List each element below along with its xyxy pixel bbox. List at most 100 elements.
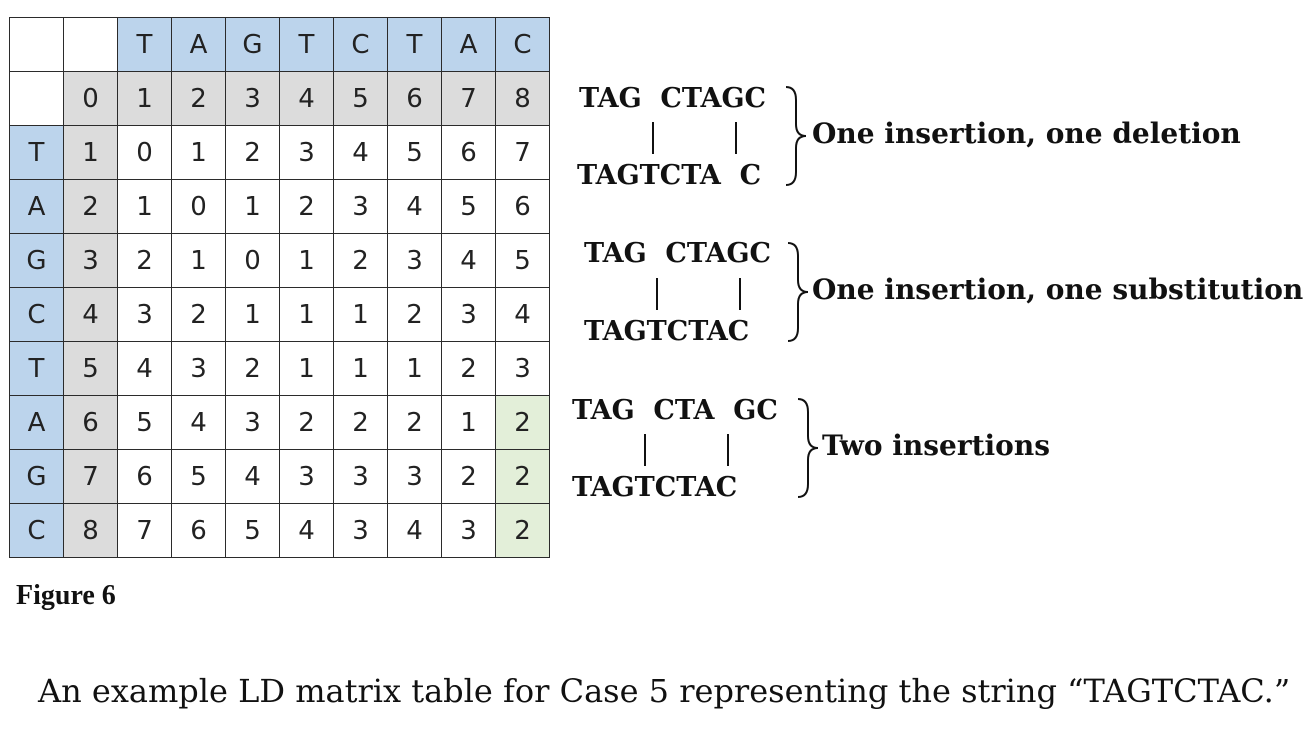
alignment-1-top: TAG CTAGC	[579, 83, 767, 114]
distance-cell: 3	[495, 341, 550, 396]
distance-cell: 4	[333, 125, 388, 180]
row-index-cell: 7	[63, 449, 118, 504]
distance-cell: 2	[279, 179, 334, 234]
column-char-header: A	[171, 17, 226, 72]
row-index-cell: 8	[63, 503, 118, 558]
alignment-3-label: Two insertions	[822, 429, 1050, 462]
distance-cell: 3	[333, 503, 388, 558]
row-char-header: C	[9, 287, 64, 342]
alignment-2-gap-bar-right	[739, 278, 741, 310]
row-index-cell: 1	[63, 125, 118, 180]
row-char-header: A	[9, 395, 64, 450]
distance-cell: 1	[279, 287, 334, 342]
distance-cell: 2	[279, 395, 334, 450]
distance-cell: 4	[495, 287, 550, 342]
row-index-cell: 3	[63, 233, 118, 288]
distance-cell: 3	[441, 287, 496, 342]
corner-cell	[9, 71, 64, 126]
distance-cell: 2	[387, 395, 442, 450]
distance-cell: 4	[387, 503, 442, 558]
distance-cell: 1	[333, 287, 388, 342]
distance-cell: 2	[441, 449, 496, 504]
distance-cell: 6	[495, 179, 550, 234]
distance-cell: 4	[171, 395, 226, 450]
column-index-cell: 4	[279, 71, 334, 126]
column-char-header: C	[333, 17, 388, 72]
column-char-header: T	[279, 17, 334, 72]
distance-cell: 1	[279, 341, 334, 396]
distance-cell: 3	[333, 449, 388, 504]
column-index-cell: 1	[117, 71, 172, 126]
distance-cell: 1	[441, 395, 496, 450]
alignment-3-gap-bar-left	[644, 434, 646, 466]
figure-caption: An example LD matrix table for Case 5 re…	[38, 672, 1291, 710]
distance-cell: 6	[441, 125, 496, 180]
distance-cell: 3	[333, 179, 388, 234]
figure-label: Figure 6	[16, 580, 116, 611]
alignment-1-bottom: TAGTCTA C	[577, 160, 762, 191]
column-index-cell: 0	[63, 71, 118, 126]
distance-cell: 6	[171, 503, 226, 558]
alignment-3-top: TAG CTA GC	[572, 395, 778, 426]
alignment-2-brace	[787, 242, 809, 342]
alignment-1-gap-bar-right	[735, 122, 737, 154]
distance-cell: 1	[171, 233, 226, 288]
distance-cell: 3	[171, 341, 226, 396]
distance-cell: 1	[225, 179, 280, 234]
distance-cell: 1	[171, 125, 226, 180]
column-char-header: T	[387, 17, 442, 72]
row-index-cell: 4	[63, 287, 118, 342]
distance-cell: 5	[441, 179, 496, 234]
distance-cell: 3	[279, 125, 334, 180]
distance-cell: 2	[387, 287, 442, 342]
alignment-2-gap-bar-left	[656, 278, 658, 310]
corner-cell	[63, 17, 118, 72]
distance-cell: 0	[117, 125, 172, 180]
row-char-header: G	[9, 449, 64, 504]
distance-cell: 2	[333, 233, 388, 288]
distance-cell: 1	[117, 179, 172, 234]
distance-cell: 2	[225, 125, 280, 180]
row-index-cell: 2	[63, 179, 118, 234]
distance-cell: 3	[225, 395, 280, 450]
highlighted-distance-cell: 2	[495, 449, 550, 504]
highlighted-distance-cell: 2	[495, 395, 550, 450]
distance-cell: 4	[225, 449, 280, 504]
column-index-cell: 3	[225, 71, 280, 126]
distance-cell: 2	[441, 341, 496, 396]
distance-cell: 0	[171, 179, 226, 234]
distance-cell: 3	[117, 287, 172, 342]
distance-cell: 5	[495, 233, 550, 288]
column-char-header: A	[441, 17, 496, 72]
corner-cell	[9, 17, 64, 72]
row-char-header: C	[9, 503, 64, 558]
alignment-3-brace	[797, 398, 819, 498]
row-char-header: T	[9, 125, 64, 180]
distance-cell: 3	[279, 449, 334, 504]
row-char-header: A	[9, 179, 64, 234]
alignment-2-bottom: TAGTCTAC	[584, 316, 750, 347]
column-char-header: C	[495, 17, 550, 72]
distance-cell: 3	[387, 449, 442, 504]
alignment-2-top: TAG CTAGC	[584, 238, 772, 269]
distance-cell: 1	[387, 341, 442, 396]
alignment-1-gap-bar-left	[652, 122, 654, 154]
alignment-2-label: One insertion, one substitution	[812, 273, 1304, 306]
distance-cell: 1	[333, 341, 388, 396]
distance-cell: 4	[279, 503, 334, 558]
distance-cell: 2	[117, 233, 172, 288]
distance-cell: 7	[495, 125, 550, 180]
distance-cell: 2	[333, 395, 388, 450]
distance-cell: 5	[225, 503, 280, 558]
row-index-cell: 5	[63, 341, 118, 396]
column-index-cell: 7	[441, 71, 496, 126]
column-char-header: T	[117, 17, 172, 72]
